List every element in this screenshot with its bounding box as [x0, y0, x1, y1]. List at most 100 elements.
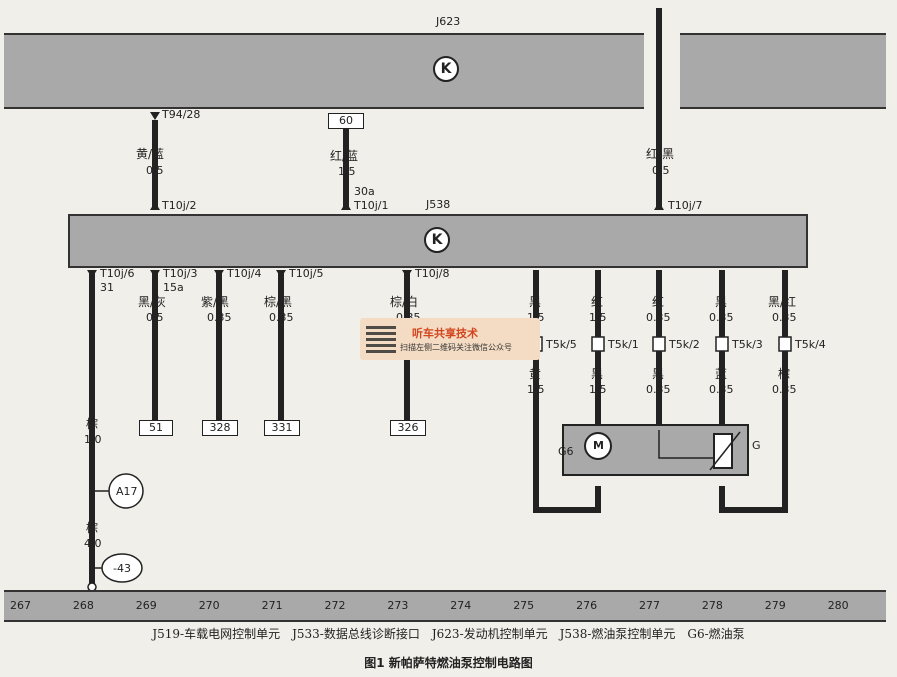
scale-number: 278	[701, 599, 723, 612]
connector-label: T5k/5	[546, 338, 577, 351]
wire-color-label: 棕/黑	[264, 295, 293, 309]
wire-brown-sensor	[719, 270, 788, 513]
arrow-icon	[341, 202, 351, 210]
terminal-label: 31	[100, 281, 114, 294]
pin-label: T10j/4	[227, 267, 262, 280]
pin-label: T10j/3	[163, 267, 198, 280]
wire-black-yellow	[533, 270, 601, 513]
scale-number: 271	[261, 599, 283, 612]
j623-control-unit-right	[680, 33, 886, 109]
arrow-icon	[402, 270, 412, 278]
scale-number: 272	[324, 599, 346, 612]
scale-number: 269	[135, 599, 157, 612]
figure-caption: 图1 新帕萨特燃油泵控制电路图	[364, 656, 533, 670]
wire-color-label: 蓝	[715, 367, 728, 381]
pin-label: T10j/5	[289, 267, 324, 280]
wire-gauge-label: 0.5	[146, 164, 164, 177]
wire-gauge-label: 0.35	[646, 383, 671, 396]
scale-number: 273	[387, 599, 409, 612]
wire-gauge-label: 1.5	[589, 383, 607, 396]
destination-331: 331	[264, 420, 300, 436]
j623-label: J623	[436, 15, 461, 28]
wire-color-label: 紫/黑	[201, 295, 230, 309]
wire-color-label: 棕	[86, 417, 99, 431]
scale-number: 267	[10, 599, 31, 612]
wire-color-label: 红/黑	[646, 147, 675, 161]
arrow-icon	[214, 270, 224, 278]
wire-gauge-label: 0.35	[709, 383, 734, 396]
watermark-title: 听车共享技术	[412, 327, 478, 340]
wire-color-label: 红	[591, 295, 604, 309]
fuse-60: 60	[328, 113, 364, 129]
wire-gauge-label: 0.35	[269, 311, 294, 324]
wire-color-label: 黑	[652, 367, 665, 381]
wire-color-label: 黑/灰	[138, 295, 167, 309]
wire-color-label: 黑	[591, 367, 604, 381]
wire-gauge-label: 0.5	[652, 164, 670, 177]
arrow-icon	[87, 270, 97, 278]
arrow-icon	[150, 112, 160, 120]
wire-gauge-label: 0.35	[709, 311, 734, 324]
wire-color-label: 黑/红	[768, 295, 797, 309]
j538-label: J538	[426, 198, 451, 211]
pin-label: T10j/2	[162, 199, 197, 212]
wire-gauge-label: 1.5	[338, 165, 356, 178]
wire-gauge-label: 1.5	[589, 311, 607, 324]
connector-icon	[591, 336, 605, 352]
connector-icon	[778, 336, 792, 352]
scale-number: 268	[72, 599, 94, 612]
arrow-icon	[150, 202, 160, 210]
wire-color-label: 棕	[778, 367, 791, 381]
wire-color-label: 黑	[529, 295, 542, 309]
terminal-label: 15a	[163, 281, 184, 294]
wire-gauge-label: 1.5	[527, 383, 545, 396]
component-legend: J519-车载电网控制单元 J533-数据总线诊断接口 J623-发动机控制单元…	[152, 627, 745, 641]
arrow-icon	[276, 270, 286, 278]
wire-gauge-label: 1.0	[84, 433, 102, 446]
wire-color-label: 红	[652, 295, 665, 309]
qr-code-icon	[366, 323, 396, 353]
terminal-label: 30a	[354, 185, 375, 198]
wire-gauge-label: 0.5	[146, 311, 164, 324]
motor-label: M	[593, 439, 604, 452]
watermark-subtitle: 扫描左侧二维码关注微信公众号	[400, 343, 512, 352]
ground-label: -43	[113, 562, 131, 575]
splice-label: A17	[116, 485, 138, 498]
wire-color-label: 红/蓝	[330, 149, 359, 163]
scale-number: 275	[513, 599, 535, 612]
destination-326: 326	[390, 420, 426, 436]
connector-label: T94/28	[162, 108, 201, 121]
wire-gauge-label: 0.35	[207, 311, 232, 324]
module-k-icon: K	[433, 56, 459, 82]
motor-icon	[584, 432, 612, 460]
sensor-icon	[713, 433, 733, 469]
pump-label: G6	[558, 445, 574, 458]
arrow-icon	[654, 202, 664, 210]
wire-gauge-label: 0.35	[772, 383, 797, 396]
connector-label: T5k/4	[795, 338, 826, 351]
pin-label: T10j/8	[415, 267, 450, 280]
connector-label: T5k/3	[732, 338, 763, 351]
j623-control-unit	[4, 33, 644, 109]
wire-color-label: 棕/白	[390, 295, 419, 309]
pin-label: T10j/7	[668, 199, 703, 212]
connector-icon	[652, 336, 666, 352]
connector-icon	[715, 336, 729, 352]
destination-328: 328	[202, 420, 238, 436]
pin-label: T10j/6	[100, 267, 135, 280]
connector-label: T5k/1	[608, 338, 639, 351]
sensor-label: G	[752, 439, 761, 452]
connector-label: T5k/2	[669, 338, 700, 351]
scale-number: 280	[827, 599, 849, 612]
arrow-icon	[150, 270, 160, 278]
scale-number: 270	[198, 599, 220, 612]
scale-number: 277	[639, 599, 660, 612]
wire-color-label: 黄	[529, 367, 542, 381]
watermark-badge: 听车共享技术 扫描左侧二维码关注微信公众号	[360, 318, 540, 360]
wire-color-label: 棕	[86, 521, 99, 535]
pin-label: T10j/1	[354, 199, 389, 212]
module-k-icon: K	[424, 227, 450, 253]
scale-number: 279	[764, 599, 786, 612]
scale-number: 276	[576, 599, 598, 612]
